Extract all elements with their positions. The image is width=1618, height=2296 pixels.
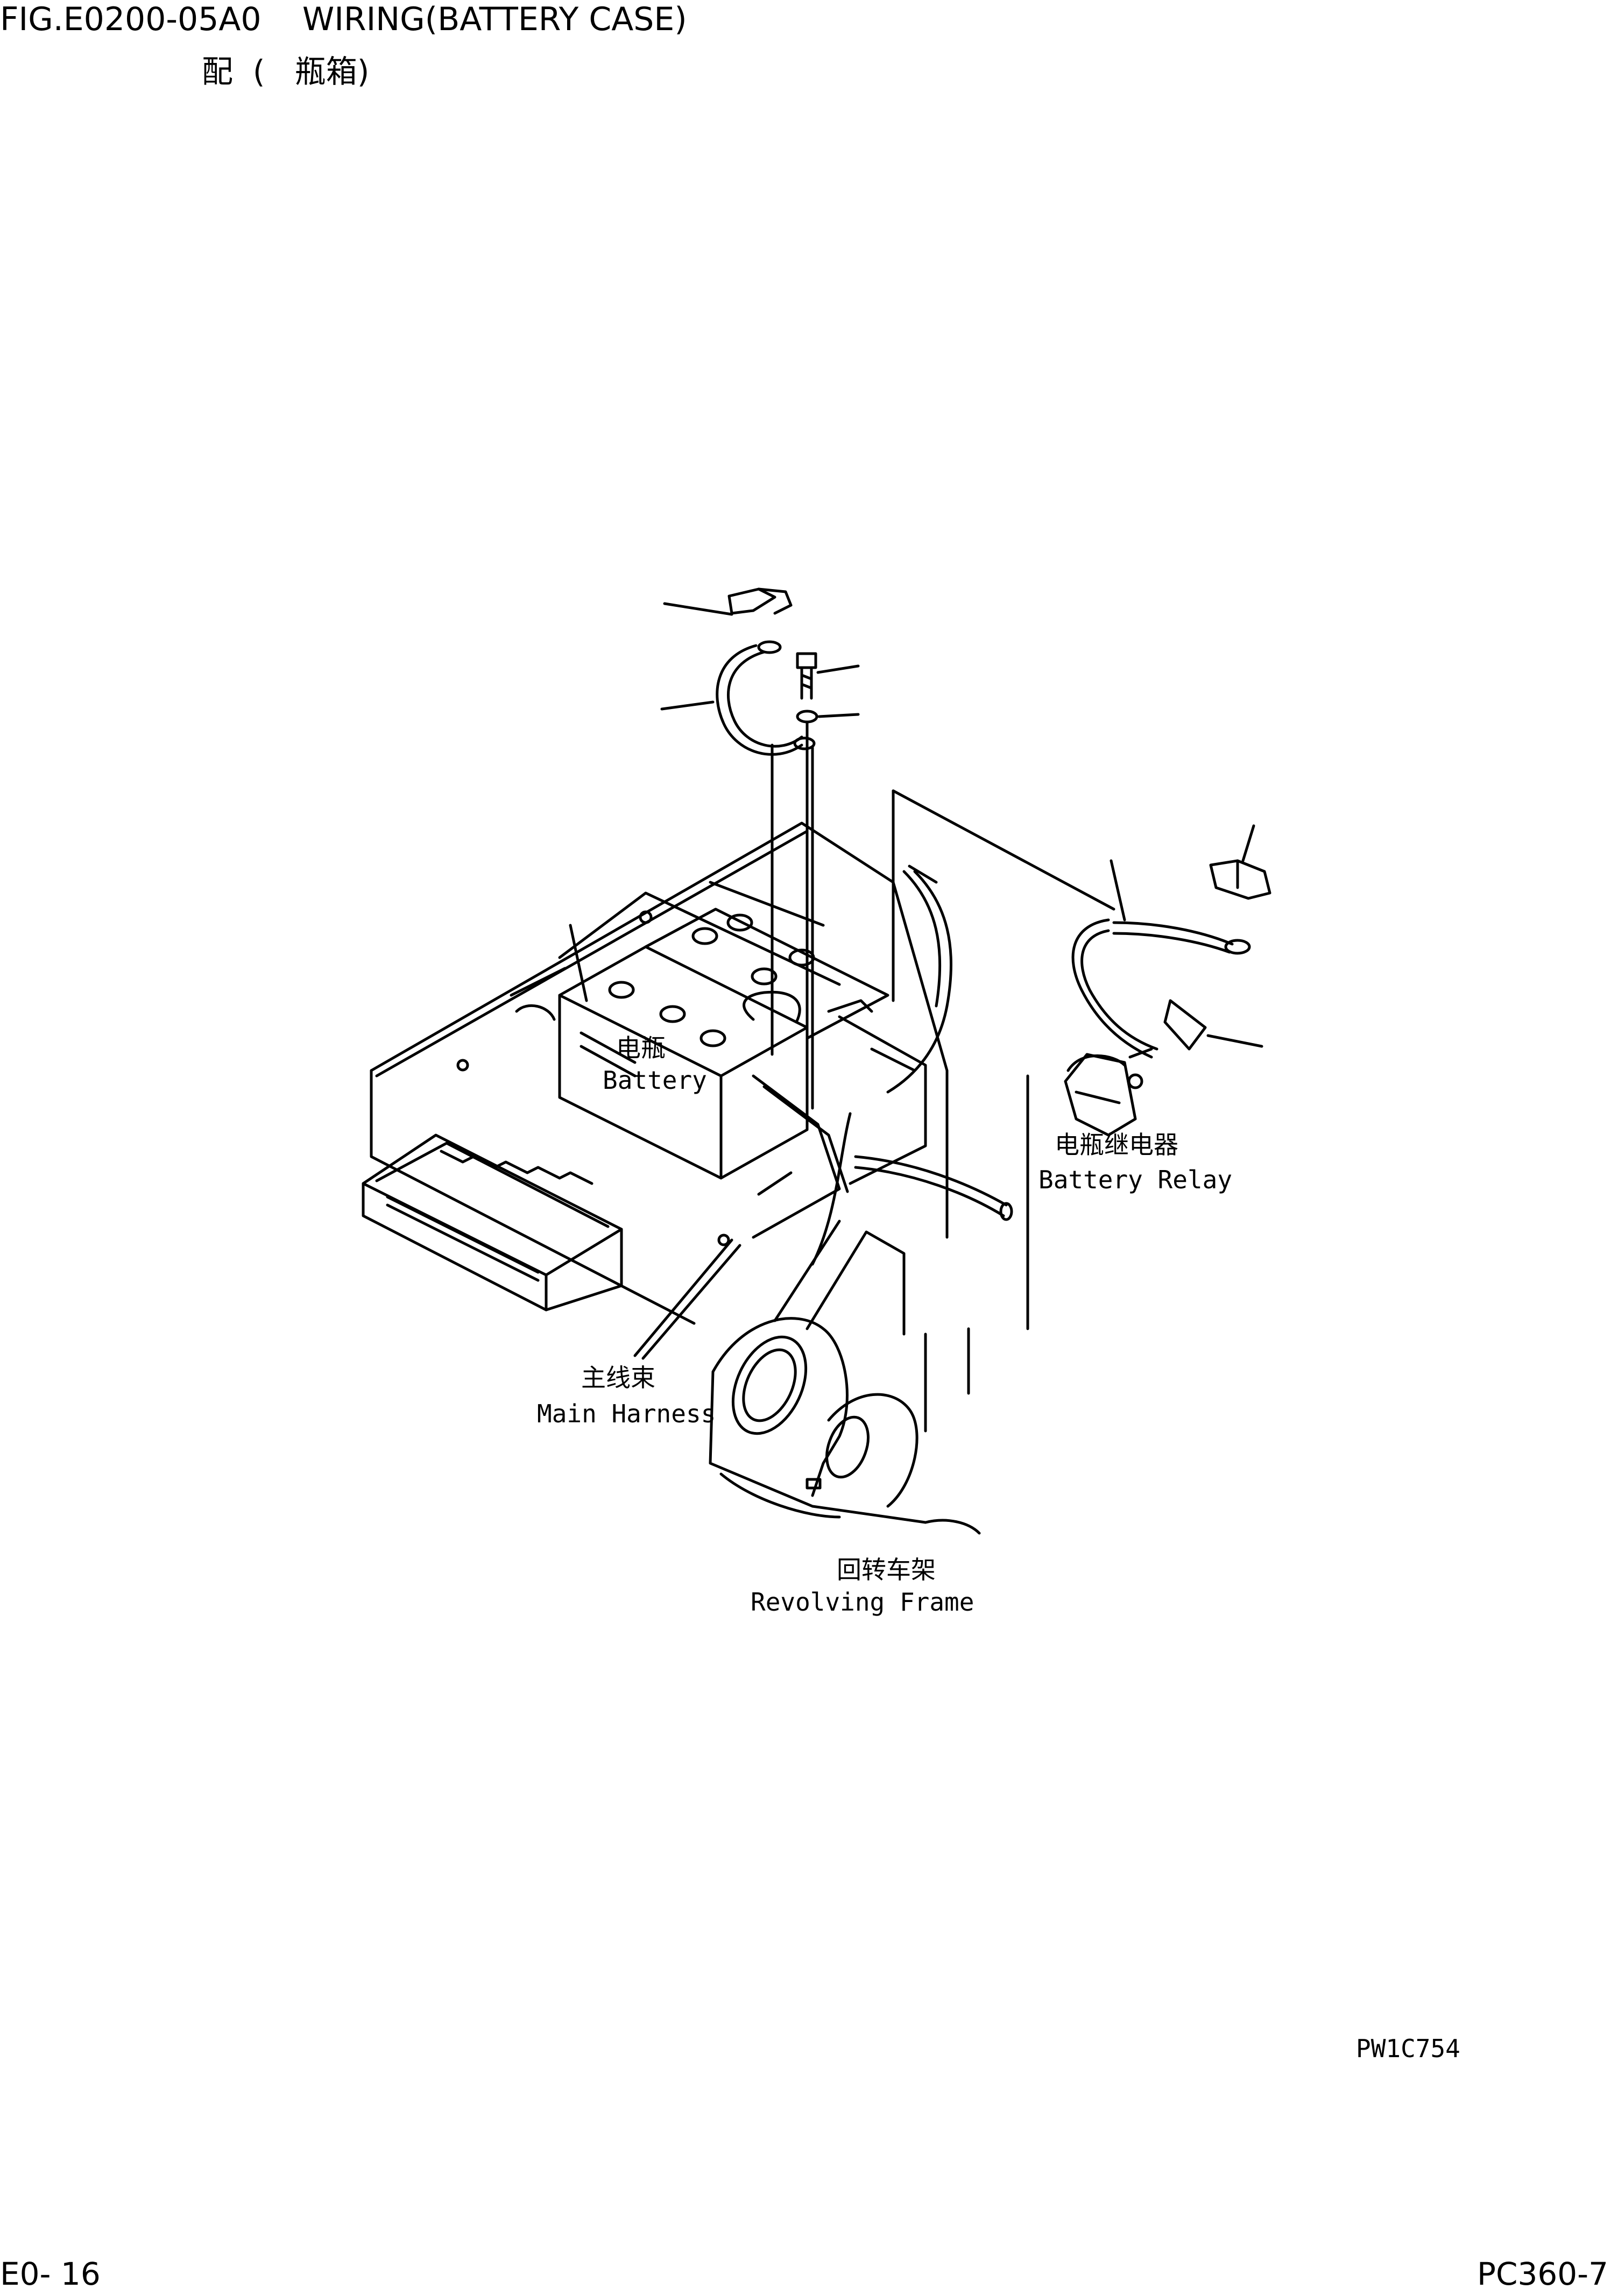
bolt-and-washer <box>797 654 858 722</box>
model-number: PC360-7 <box>1477 2256 1609 2292</box>
top-battery-cable <box>662 642 814 754</box>
battery-label-chinese: 电瓶 <box>616 1033 666 1062</box>
revolving-frame-label-chinese: 回转车架 <box>837 1555 936 1584</box>
battery-box-frame <box>371 823 947 1323</box>
harness-cables <box>744 866 1012 1264</box>
revolving-frame-label: Revolving Frame <box>751 1588 974 1617</box>
label-leaders <box>635 1240 740 1358</box>
guide-lines <box>772 724 1114 1329</box>
page-number: E0- 16 <box>0 2256 101 2292</box>
battery-relay-label: Battery Relay <box>1038 1165 1233 1194</box>
step <box>363 1135 621 1310</box>
figure-title-chinese: 配 ( 瓶箱) <box>202 53 370 90</box>
drawing-code: PW1C754 <box>1356 2034 1460 2063</box>
battery-relay-assembly <box>1065 826 1270 1135</box>
top-connector <box>665 589 791 614</box>
batteries <box>560 909 925 1184</box>
revolving-frame <box>710 1221 979 1533</box>
figure-title: FIG.E0200-05A0 WIRING(BATTERY CASE) <box>0 1 687 38</box>
battery-label: Battery <box>603 1066 707 1095</box>
main-harness-label-chinese: 主线束 <box>581 1363 655 1392</box>
battery-relay-label-chinese: 电瓶继电器 <box>1055 1130 1178 1159</box>
main-harness-label: Main Harness <box>537 1399 716 1428</box>
